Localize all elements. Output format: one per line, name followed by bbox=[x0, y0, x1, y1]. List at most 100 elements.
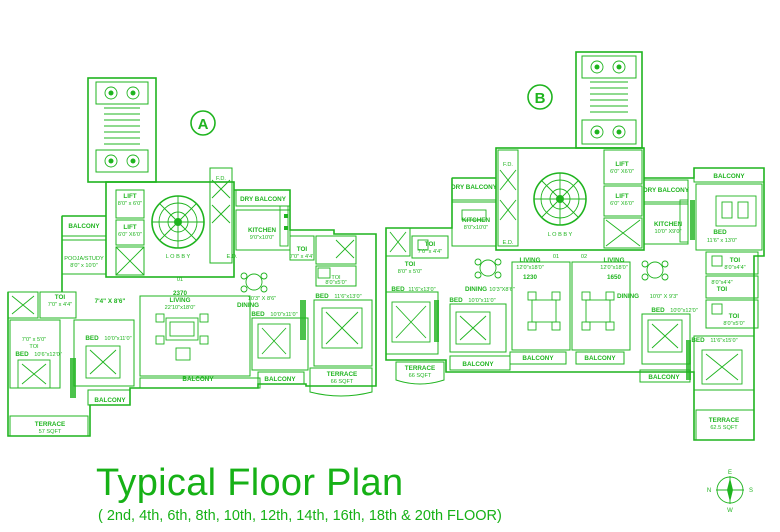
wing-b-left-rooms bbox=[385, 177, 511, 385]
wing-a-outline bbox=[7, 189, 377, 437]
wing-a-toi-top: TOI bbox=[297, 246, 308, 253]
wing-b-lift2: LIFT bbox=[615, 193, 628, 200]
wing-b-fd: F.D. bbox=[503, 162, 513, 168]
wing-a-ed: E.D. bbox=[227, 254, 238, 260]
wing-b-staircase bbox=[575, 51, 643, 149]
wing-a-terrace-left-area: 57 SQFT bbox=[39, 429, 62, 435]
wing-a-bed2: BED bbox=[85, 335, 99, 342]
wing-b-bed3: BED bbox=[651, 307, 665, 314]
wing-a-kitchen-label: KITCHEN bbox=[248, 227, 276, 234]
wing-b-living bbox=[474, 258, 669, 365]
wing-a-bed4: BED bbox=[315, 293, 329, 300]
wing-a-bed1-dim: 10'6"x12'0" bbox=[34, 352, 62, 358]
wing-a-dining-dim: 10'3" X 8'6" bbox=[248, 296, 277, 302]
wing-b-right-rooms bbox=[639, 167, 765, 441]
wing-b-terrace-r-area: 62.5 SQFT bbox=[710, 425, 738, 431]
wing-b-kitchen-r: KITCHEN bbox=[654, 221, 682, 228]
wing-a-bed3-dim: 10'0"x11'0" bbox=[270, 312, 297, 318]
wing-b-toi-r2-dim: 8'0"x4'4" bbox=[711, 280, 732, 286]
wing-b-toi-r3-dim: 8'0"x5'0" bbox=[723, 321, 744, 327]
wing-b-flat2-no: 02 bbox=[581, 254, 587, 260]
wing-a-toi-right-dim: 8'0"x5'0" bbox=[325, 280, 346, 286]
wing-a-toi-right: TOI bbox=[331, 275, 341, 281]
wing-a-core bbox=[105, 167, 235, 278]
wing-a-terrace-left: TERRACE bbox=[35, 421, 65, 428]
wing-b-bed1: BED bbox=[391, 286, 405, 293]
wing-a-bed3: BED bbox=[251, 311, 265, 318]
wing-a-bed1: BED bbox=[15, 351, 29, 358]
wing-b-toi-r2: TOI bbox=[717, 286, 728, 293]
wing-a-toi-left-dim: 7'0" x 4'4" bbox=[48, 302, 72, 308]
wing-a-lift-label: LIFT bbox=[123, 193, 136, 200]
wing-b-toi-r-dim: 8'0"x4'4" bbox=[724, 265, 745, 271]
wing-b-balcony1: BALCONY bbox=[462, 361, 494, 368]
wing-b-living2-dim: 12'0"x18'0" bbox=[600, 265, 628, 271]
wing-a-kitchen bbox=[235, 189, 291, 251]
wing-b-balcony-tr: BALCONY bbox=[713, 173, 745, 180]
wing-a-terrace-right: TERRACE bbox=[327, 371, 357, 378]
wing-b-toi-l2: TOI bbox=[405, 261, 416, 268]
wing-b-labels: F.D. E.D. DRY BALCONY KITCHEN 8'0"x10'0"… bbox=[391, 161, 745, 431]
compass-s: S bbox=[749, 488, 753, 494]
wing-a-balcony-mid: BALCONY bbox=[264, 376, 296, 383]
wing-a-bed4-dim: 11'6"x13'0" bbox=[334, 294, 361, 300]
wing-a-dining: DINING bbox=[237, 302, 259, 309]
wing-b-ed: E.D. bbox=[503, 240, 514, 246]
wing-a-tag-circle bbox=[190, 110, 216, 136]
wing-a-labels: LIFT 8'0" x 6'0" LIFT 6'0" X6'0" BALCONY… bbox=[15, 176, 361, 435]
wing-b-toi-l2-dim: 8'0" x 5'0" bbox=[398, 269, 422, 275]
wing-b-lift1-dim: 6'0" X6'0" bbox=[610, 169, 634, 175]
wing-b-kitchen-l-dim: 8'0"x10'0" bbox=[464, 225, 488, 231]
wing-b-bed3-dim: 10'0"x12'0" bbox=[670, 308, 698, 314]
wing-a-toi-left2-dim: 7'0" x 5'0" bbox=[22, 337, 46, 343]
wing-b-outline bbox=[385, 167, 765, 441]
wing-b-toi-l: TOI bbox=[425, 241, 436, 248]
wing-b-bed4: BED bbox=[691, 337, 705, 344]
wing-b-living1: LIVING bbox=[520, 257, 541, 264]
wing-a-flat-no: 01 bbox=[177, 277, 183, 283]
wing-b-lift2-dim: 6'0" X6'0" bbox=[610, 201, 634, 207]
wing-a-passage-dim: 7'4" X 8'6" bbox=[95, 298, 126, 305]
compass-n: N bbox=[707, 488, 711, 494]
wing-a-fd: F.D. bbox=[216, 176, 226, 182]
wing-a-living bbox=[139, 272, 268, 389]
wing-b-kitchen-r-dim: 10'0" X9'0" bbox=[655, 229, 682, 235]
wing-a-kitchen-dim: 9'0"x10'0" bbox=[250, 235, 274, 241]
wing-a-staircase bbox=[87, 77, 157, 183]
wing-b-dining1: DINING bbox=[465, 286, 487, 293]
wing-b-living2: LIVING bbox=[604, 257, 625, 264]
wing-b-toi-r3: TOI bbox=[729, 313, 740, 320]
wing-a-balcony-top: BALCONY bbox=[68, 223, 100, 230]
wing-a-lift-dim: 8'0" x 6'0" bbox=[118, 201, 142, 207]
wing-a-lift2-dim: 6'0" X6'0" bbox=[118, 232, 142, 238]
wing-b-terrace-l-area: 66 SQFT bbox=[409, 373, 432, 379]
wing-b-area1: 1230 bbox=[523, 274, 538, 281]
wing-a-area: 2370 bbox=[173, 290, 188, 297]
wing-b-bed-tr-dim: 11'6" x 13'0" bbox=[707, 238, 737, 244]
wing-b-bed-tr: BED bbox=[713, 229, 727, 236]
page-title: Typical Floor Plan bbox=[96, 462, 404, 504]
wing-a-living-label: LIVING bbox=[170, 297, 191, 304]
wing-a-pooja-dim: 8'0" x 10'0" bbox=[70, 263, 98, 269]
wing-a-living-dim: 22'10"x18'0" bbox=[165, 305, 196, 311]
wing-b: B bbox=[385, 51, 765, 441]
wing-b-bed2-dim: 10'0"x11'0" bbox=[468, 298, 495, 304]
wing-b-tag: B bbox=[535, 90, 546, 107]
wing-b-dry-balcony-l: DRY BALCONY bbox=[451, 184, 498, 191]
wing-a-dry-balcony: DRY BALCONY bbox=[240, 196, 287, 203]
wing-b-balcony3: BALCONY bbox=[584, 355, 616, 362]
wing-b-balcony4: BALCONY bbox=[648, 374, 680, 381]
wing-b-bed1-dim: 11'6"x13'0" bbox=[408, 287, 435, 293]
wing-b-terrace-l: TERRACE bbox=[405, 365, 435, 372]
wing-b-flat1-no: 01 bbox=[553, 254, 559, 260]
compass-w: W bbox=[727, 508, 733, 514]
compass-icon: E W N S bbox=[707, 470, 753, 514]
page-subtitle: ( 2nd, 4th, 6th, 8th, 10th, 12th, 14th, … bbox=[98, 508, 502, 524]
wing-b-living1-dim: 12'0"x18'0" bbox=[516, 265, 544, 271]
wing-a-lobby-label: L O B B Y bbox=[166, 254, 191, 260]
wing-a-balcony-left: BALCONY bbox=[94, 397, 126, 404]
wing-b-dining1-dim: 10'3"X8'6" bbox=[489, 287, 514, 293]
wing-b-area2: 1650 bbox=[607, 274, 622, 281]
wing-a-bed2-dim: 10'0"x11'0" bbox=[104, 336, 131, 342]
